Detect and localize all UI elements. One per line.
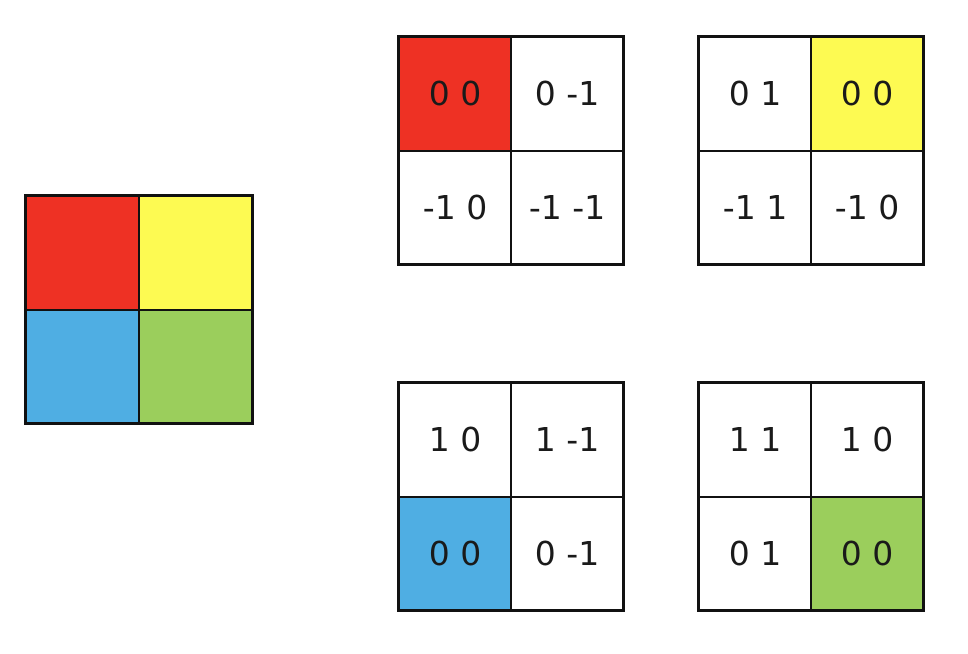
- yellow-grid-cell: 0 1: [699, 37, 811, 151]
- offset-label: -1 0: [834, 187, 900, 227]
- green-grid-cell-origin: 0 0: [811, 496, 923, 610]
- red-grid-cell-origin: 0 0: [399, 37, 511, 151]
- reference-cell-green: [139, 309, 252, 423]
- yellow-grid-cell: -1 0: [811, 150, 923, 264]
- red-grid-cell: -1 0: [399, 150, 511, 264]
- offset-label: -1 0: [422, 187, 488, 227]
- offset-label: 1 1: [728, 420, 782, 460]
- green-grid-cell: 0 1: [699, 496, 811, 610]
- blue-grid-cell: 1 0: [399, 383, 511, 497]
- blue-grid-cell: 1 -1: [511, 383, 623, 497]
- offset-label: 0 -1: [534, 533, 600, 573]
- offset-label: 0 0: [428, 74, 482, 114]
- reference-cell-red: [26, 196, 139, 310]
- offset-label: -1 1: [722, 187, 788, 227]
- offset-label: 0 1: [728, 74, 782, 114]
- offset-label: 1 0: [428, 420, 482, 460]
- offset-label: 0 -1: [534, 74, 600, 114]
- reference-cell-yellow: [139, 196, 252, 310]
- offset-label: 0 1: [728, 533, 782, 573]
- offset-grid-yellow: 0 1 0 0 -1 1 -1 0: [697, 35, 925, 266]
- offset-label: 0 0: [840, 533, 894, 573]
- offset-label: 1 -1: [534, 420, 600, 460]
- offset-grid-green: 1 1 1 0 0 1 0 0: [697, 381, 925, 612]
- reference-color-grid: [24, 194, 254, 425]
- offset-label: 0 0: [428, 533, 482, 573]
- offset-label: 1 0: [840, 420, 894, 460]
- blue-grid-cell-origin: 0 0: [399, 496, 511, 610]
- offset-label: -1 -1: [528, 187, 606, 227]
- red-grid-cell: -1 -1: [511, 150, 623, 264]
- red-grid-cell: 0 -1: [511, 37, 623, 151]
- offset-label: 0 0: [840, 74, 894, 114]
- offset-grid-blue: 1 0 1 -1 0 0 0 -1: [397, 381, 625, 612]
- reference-cell-blue: [26, 309, 139, 423]
- green-grid-cell: 1 1: [699, 383, 811, 497]
- offset-grid-red: 0 0 0 -1 -1 0 -1 -1: [397, 35, 625, 266]
- yellow-grid-cell-origin: 0 0: [811, 37, 923, 151]
- green-grid-cell: 1 0: [811, 383, 923, 497]
- blue-grid-cell: 0 -1: [511, 496, 623, 610]
- yellow-grid-cell: -1 1: [699, 150, 811, 264]
